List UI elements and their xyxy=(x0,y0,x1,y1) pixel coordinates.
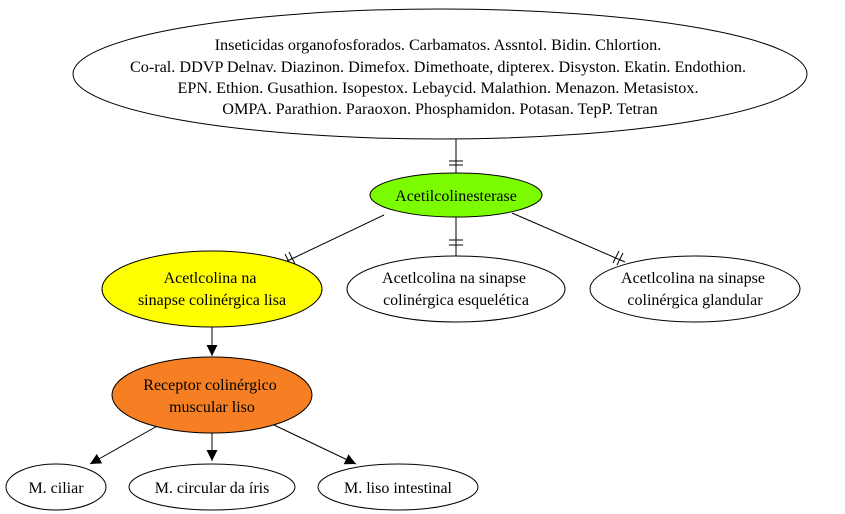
node-shape xyxy=(72,8,808,140)
node-label-line: OMPA. Parathion. Paraoxon. Phosphamidon.… xyxy=(222,100,657,118)
node-shape xyxy=(128,463,296,511)
node-smooth-synapse: Acetlcolina na sinapse colinérgica lisa xyxy=(101,250,323,328)
edge-insecticides-to-acetylcholinesterase xyxy=(449,138,463,173)
svg-text:Inseticidas organofosforados.: Inseticidas organofosforados. Carbamatos… xyxy=(130,36,750,118)
node-label-line: sinapse colinérgica lisa xyxy=(138,292,286,309)
edge-receptor-to-ciliary xyxy=(89,424,160,465)
node-shape xyxy=(346,255,566,323)
node-label-line: Co-ral. DDVP Delnav. Diazinon. Dimefox. … xyxy=(130,58,746,76)
node-shape xyxy=(317,463,479,511)
node-label-line: M. circular da íris xyxy=(155,480,270,497)
node-shape xyxy=(5,463,107,511)
node-label-line: Acetlcolina na sinapse xyxy=(382,270,526,287)
node-shape xyxy=(101,250,323,328)
edge-acetylcholinesterase-to-smooth-synapse xyxy=(282,214,385,267)
node-acetylcholinesterase: Acetilcolinesterase xyxy=(369,172,543,218)
edge-acetylcholinesterase-to-skeletal-synapse xyxy=(449,216,463,256)
node-label-line: M. ciliar xyxy=(28,480,84,497)
node-ciliary: M. ciliar xyxy=(5,463,107,511)
svg-text:M. liso intestinal: M. liso intestinal xyxy=(344,480,453,497)
svg-text:M. ciliar: M. ciliar xyxy=(28,480,84,497)
node-glandular-synapse: Acetlcolina na sinapse colinérgica gland… xyxy=(589,255,801,323)
node-label-line: colinérgica esquelética xyxy=(383,292,529,309)
node-skeletal-synapse: Acetlcolina na sinapse colinérgica esque… xyxy=(346,255,566,323)
node-label-line: EPN. Ethion. Gusathion. Isopestox. Lebay… xyxy=(177,79,698,97)
svg-text:Acetlcolina na sinapse c: Acetlcolina na sinapse colinérgica gland… xyxy=(621,270,769,309)
node-label-line: Acetlcolina na sinapse xyxy=(621,270,765,287)
inhibition-bar xyxy=(288,251,296,265)
svg-text:Acetlcolina na sinapse c: Acetlcolina na sinapse colinérgica esque… xyxy=(382,270,530,309)
node-smooth-receptor: Receptor colinérgico muscular liso xyxy=(111,356,313,434)
node-label-line: colinérgica glandular xyxy=(627,292,763,309)
node-label-line: Receptor colinérgico xyxy=(143,377,276,394)
node-label-line: Acetilcolinesterase xyxy=(395,188,517,205)
node-label-line: Inseticidas organofosforados. Carbamatos… xyxy=(215,36,662,54)
node-label-line: M. liso intestinal xyxy=(344,480,453,497)
node-label-line: Acetlcolina na xyxy=(164,270,257,287)
node-shape xyxy=(111,356,313,434)
svg-text:Acetlcolina na sinapse c: Acetlcolina na sinapse colinérgica lisa xyxy=(138,270,286,309)
edges xyxy=(89,138,626,465)
node-label-line: muscular liso xyxy=(169,399,255,416)
node-iris: M. circular da íris xyxy=(128,463,296,511)
inhibition-bar xyxy=(612,250,620,264)
edge-receptor-to-intestinal xyxy=(273,424,357,465)
inhibition-bar xyxy=(616,252,624,266)
node-insecticides: Inseticidas organofosforados. Carbamatos… xyxy=(72,8,808,140)
edge-acetylcholinesterase-to-glandular-synapse xyxy=(511,212,626,266)
svg-text:Acetilcolinesterase: Acetilcolinesterase xyxy=(395,188,517,205)
node-intestinal: M. liso intestinal xyxy=(317,463,479,511)
svg-text:M. circular da íris: M. circular da íris xyxy=(155,480,270,497)
node-shape xyxy=(369,172,543,218)
node-shape xyxy=(589,255,801,323)
svg-text:Receptor colinérgico mus: Receptor colinérgico muscular liso xyxy=(143,377,280,416)
